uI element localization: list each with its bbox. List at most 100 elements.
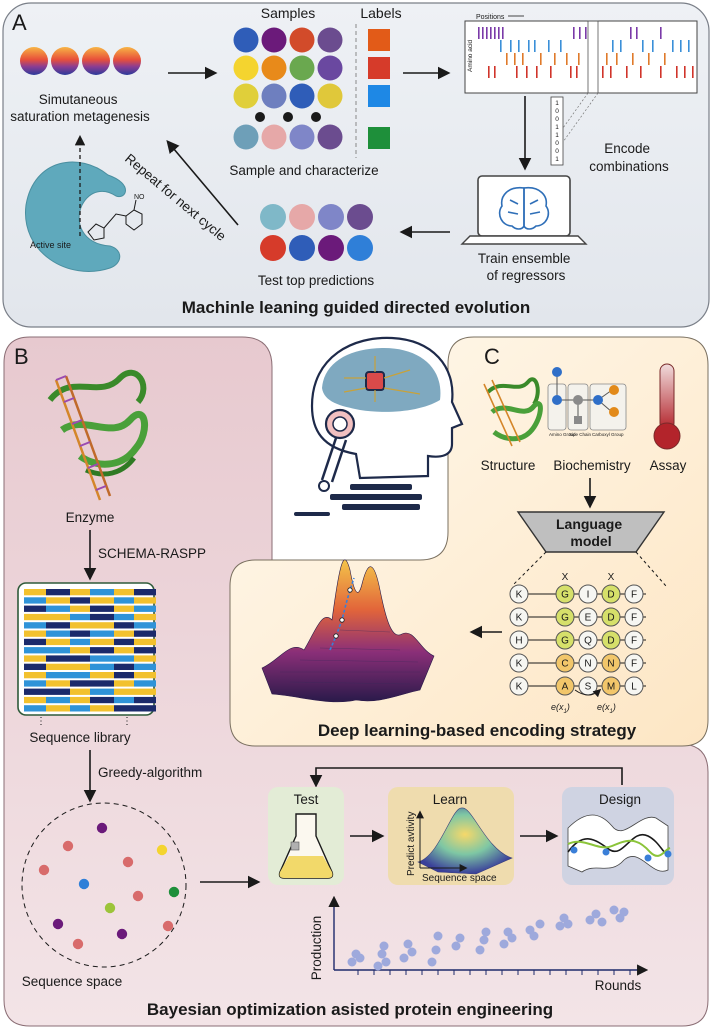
- robot-chip: [365, 371, 385, 391]
- design-point: [602, 848, 610, 856]
- sample-circle: [261, 27, 287, 53]
- greedy-algorithm-label: Greedy-algorithm: [98, 765, 202, 780]
- panel-c-title: Deep learning-based encoding strategy: [318, 721, 637, 740]
- library-segment: [70, 663, 90, 670]
- production-point: [619, 907, 629, 917]
- encoding-bar: [692, 66, 694, 78]
- design-feedback-loop: [309, 767, 623, 788]
- encoding-bar: [652, 40, 654, 52]
- encoding-bar: [502, 27, 504, 39]
- robot-neck: [320, 437, 348, 483]
- library-segment: [70, 705, 90, 712]
- library-segment: [70, 630, 90, 637]
- encoding-bar: [664, 53, 666, 65]
- enzyme-label: Enzyme: [66, 510, 115, 525]
- library-segment: [90, 663, 114, 670]
- samples-header: Samples: [261, 5, 315, 21]
- variant-dot: [116, 928, 128, 940]
- residue-letter: M: [607, 682, 615, 693]
- residue-letter: A: [562, 682, 569, 693]
- encoding-bar: [688, 40, 690, 52]
- library-segment: [114, 647, 134, 654]
- panel-b-title: Bayesian optimization asisted protein en…: [147, 1000, 553, 1019]
- test-stage: Test: [268, 787, 344, 885]
- library-ellipsis: ⋮: [36, 716, 46, 727]
- prediction-circle: [289, 204, 315, 230]
- encoding-bar: [630, 27, 632, 39]
- residue-letter: F: [631, 613, 637, 624]
- enzyme-shape: [25, 161, 126, 272]
- residue-node: [624, 676, 644, 696]
- encoding-bar: [648, 53, 650, 65]
- ellipsis-dot: [283, 112, 293, 122]
- library-segment: [134, 597, 156, 604]
- production-point: [431, 945, 441, 955]
- library-segment: [114, 705, 134, 712]
- library-segment: [70, 647, 90, 654]
- residue-node: [601, 607, 621, 627]
- library-segment: [46, 705, 70, 712]
- learn-sequence-space-label: Sequence space: [422, 873, 497, 884]
- carboxyl-group-label: Carboxyl Group: [592, 432, 624, 437]
- library-segment: [24, 680, 46, 687]
- residue-node: [509, 653, 529, 673]
- residue-letter: C: [561, 659, 568, 670]
- production-point: [529, 931, 539, 941]
- prediction-circle: [289, 235, 315, 261]
- encoding-bar: [576, 66, 578, 78]
- residue-letter: K: [516, 613, 523, 624]
- production-point: [427, 957, 437, 967]
- library-segment: [70, 672, 90, 679]
- production-rounds-plot: Production Rounds: [309, 895, 649, 993]
- library-segment: [24, 597, 46, 604]
- library-segment: [24, 696, 46, 704]
- library-segment: [90, 622, 114, 629]
- sample-circle: [261, 83, 287, 109]
- residue-node: [578, 584, 598, 604]
- library-segment: [114, 605, 134, 612]
- production-point: [433, 931, 443, 941]
- encoding-digit: 0: [555, 116, 559, 123]
- encoding-bar: [642, 40, 644, 52]
- encoding-bar: [578, 53, 580, 65]
- encoding-bar: [548, 40, 550, 52]
- biochemistry-label: Biochemistry: [553, 458, 631, 473]
- encoding-digit: 0: [555, 108, 559, 115]
- library-segment: [70, 605, 90, 612]
- library-segment: [70, 680, 90, 687]
- repeat-arrow: [166, 140, 239, 226]
- structure-label: Structure: [481, 458, 536, 473]
- laptop-base: [460, 235, 588, 245]
- atom-r: [574, 416, 582, 424]
- encoding-bar: [498, 27, 500, 39]
- residue-letter: K: [516, 590, 523, 601]
- library-rows: [24, 589, 156, 712]
- library-segment: [24, 589, 46, 596]
- residue-node: [555, 607, 575, 627]
- library-segment: [90, 696, 114, 704]
- design-point: [570, 846, 578, 854]
- panel-a-title: Machinle leaning guided directed evoluti…: [182, 298, 531, 317]
- sequence-library-label: Sequence library: [29, 730, 131, 745]
- production-point: [555, 921, 565, 931]
- library-segment: [24, 663, 46, 670]
- library-segment: [70, 688, 90, 695]
- prediction-circle: [318, 235, 344, 261]
- flask-liquid: [279, 856, 333, 878]
- production-point: [399, 953, 409, 963]
- amino-group-label: Amino Group: [549, 432, 576, 437]
- panel-b: B Enzyme SCHEMA-RASPP ⋮ ⋮ Sequence libra…: [3, 336, 709, 1027]
- library-segment: [90, 672, 114, 679]
- encoding-digit: 1: [555, 100, 559, 107]
- sample-circle: [317, 55, 343, 81]
- robot-base-bar: [294, 512, 330, 516]
- production-point: [563, 919, 573, 929]
- label-squares: [368, 29, 390, 149]
- encoding-bar: [522, 53, 524, 65]
- residue-node: [509, 676, 529, 696]
- variant-dot: [122, 856, 134, 868]
- biochemistry-icon: Amino Group Side Chain Carboxyl Group: [547, 367, 627, 437]
- production-point: [455, 933, 465, 943]
- rounds-label: Rounds: [595, 978, 642, 993]
- library-ball: [20, 47, 48, 75]
